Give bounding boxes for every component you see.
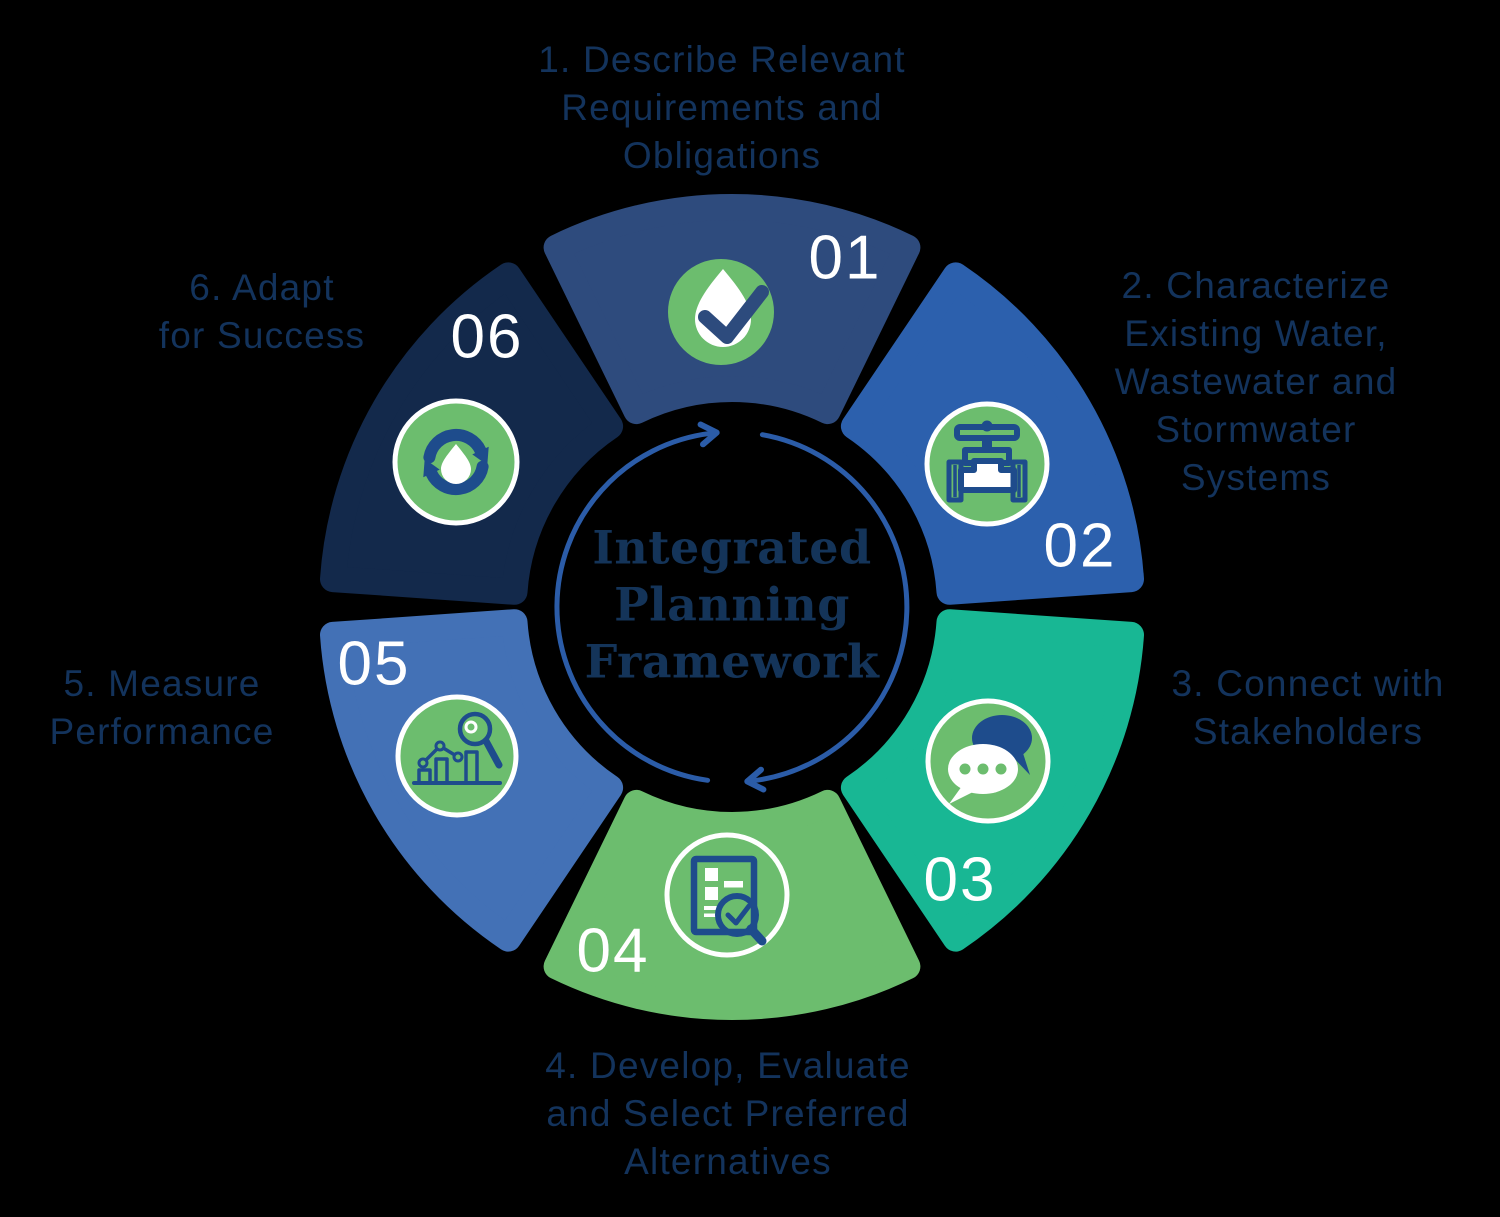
step-3-label: 3. Connect with Stakeholders (1171, 663, 1445, 752)
document-check-magnifier-icon (664, 832, 790, 958)
recycle-drop-icon (392, 398, 520, 526)
pipe-valve-icon (924, 401, 1050, 527)
step-1-label: 1. Describe Relevant Requirements and Ob… (538, 39, 906, 176)
water-drop-check-icon (668, 259, 774, 365)
step-5-number: 05 (337, 629, 411, 699)
step-6-number: 06 (450, 302, 524, 372)
cycle-ring-arc-left (554, 430, 714, 783)
speech-bubbles-icon (925, 698, 1051, 824)
segment-step-4 (543, 789, 921, 1021)
step-4-number: 04 (576, 916, 650, 986)
step-2-label: 2. Characterize Existing Water, Wastewat… (1114, 265, 1398, 498)
clockwise-arrowhead-top-icon (697, 421, 720, 448)
step-3-number: 03 (923, 845, 997, 915)
step-5-label: 5. Measure Performance (49, 663, 275, 752)
cycle-ring-arc-right (750, 432, 910, 784)
diagram-title-line: Framework (584, 634, 880, 689)
step-2-number: 02 (1043, 511, 1117, 581)
bar-chart-magnifier-icon (395, 694, 519, 818)
clockwise-arrowhead-bottom-icon (744, 766, 767, 793)
step-1-number: 01 (808, 223, 882, 293)
diagram-title-line: Planning (614, 577, 850, 632)
cycle-ring (554, 421, 910, 793)
diagram-title-line: Integrated (592, 520, 872, 575)
diagram-title: Integrated Planning Framework (585, 520, 880, 691)
step-4-label: 4. Develop, Evaluate and Select Preferre… (545, 1045, 911, 1182)
step-6-label: 6. Adapt for Success (158, 267, 366, 356)
